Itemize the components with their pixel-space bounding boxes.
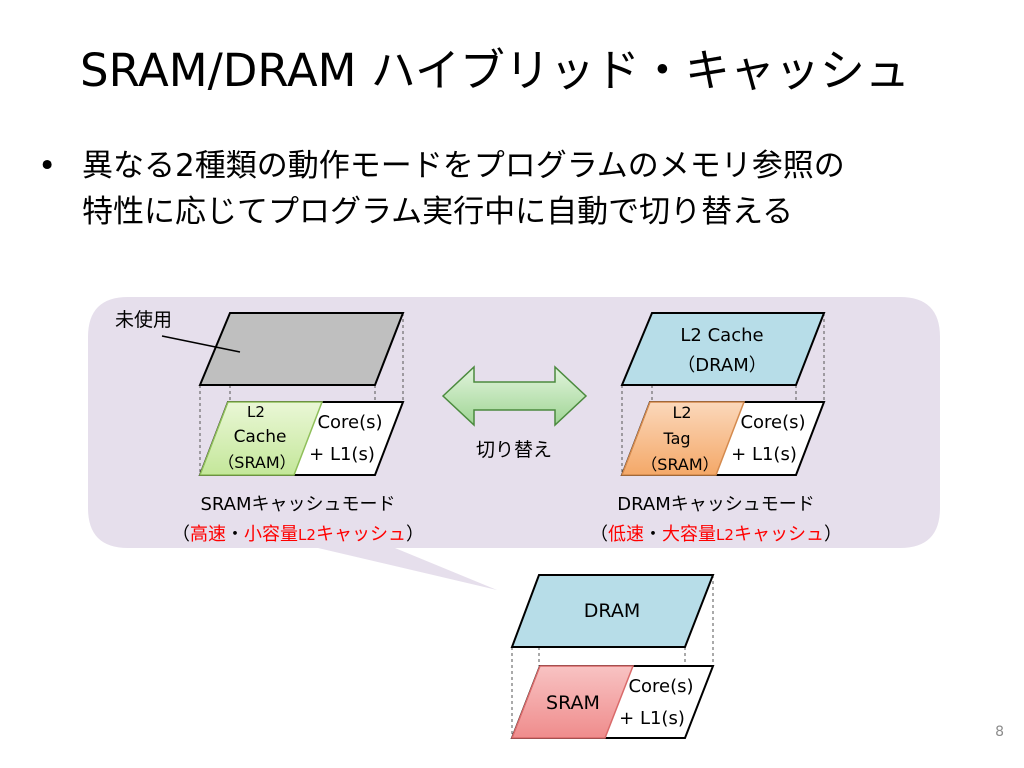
bullet-line-1: 異なる2種類の動作モードをプログラムのメモリ参照の [82, 148, 845, 184]
sram-mode-core-line-2: + L1(s) [309, 444, 375, 465]
sram-l2-cache-region [198, 401, 324, 476]
sram-mode-diagram: 未使用 L2 Cache （SRAM） Core(s) + L1(s) SRAM… [115, 309, 424, 545]
dram-l2-line-1: L2 Cache [680, 325, 763, 346]
sram-mode-core-line-1: Core(s) [317, 412, 382, 433]
unused-label: 未使用 [115, 309, 172, 331]
stack-sram-region [510, 665, 635, 739]
sram-mode-features: （高速・小容量L2キャッシュ） [172, 524, 424, 545]
dram-mode-diagram: L2 Cache （DRAM） L2 Tag （SRAM） Core(s) + … [590, 312, 842, 545]
page-number: 8 [995, 724, 1004, 740]
bullet-text: 異なる2種類の動作モードをプログラムのメモリ参照の 特性に応じてプログラム実行中… [82, 143, 1002, 235]
unused-pointer-line [161, 335, 241, 353]
dram-mode-core-line-2: + L1(s) [731, 444, 797, 465]
sram-l2-line-2: Cache [234, 427, 287, 447]
bullet-dot: • [38, 148, 57, 184]
switch-arrow: 切り替え [441, 365, 588, 461]
stack-sram-label: SRAM [546, 692, 600, 714]
switch-label: 切り替え [476, 439, 552, 461]
dram-tag-line-1: L2 [672, 403, 691, 422]
stack-dram-label: DRAM [584, 600, 640, 622]
dram-tag-line-3: （SRAM） [641, 455, 718, 474]
stack-core-line-2: + L1(s) [619, 708, 685, 729]
sram-l2-line-3: （SRAM） [218, 453, 295, 472]
dram-mode-core-line-1: Core(s) [740, 412, 805, 433]
dram-l2-line-2: （DRAM） [677, 355, 766, 376]
stack-core-line-1: Core(s) [628, 676, 693, 697]
slide-title: SRAM/DRAM ハイブリッド・キャッシュ [80, 44, 910, 97]
unused-layer [198, 312, 405, 386]
dram-mode-features: （低速・大容量L2キャッシュ） [590, 524, 842, 545]
bullet-line-2: 特性に応じてプログラム実行中に自動で切り替える [82, 194, 794, 230]
dram-mode-name: DRAMキャッシュモード [617, 494, 814, 515]
sram-l2-line-1: L2 [247, 403, 265, 421]
dram-tag-line-2: Tag [662, 429, 690, 448]
double-arrow-icon [441, 365, 588, 427]
dram-l2-tag-region [620, 401, 746, 476]
physical-stack-diagram: DRAM SRAM Core(s) + L1(s) [510, 574, 715, 739]
sram-mode-name: SRAMキャッシュモード [200, 494, 395, 515]
dram-l2-cache-layer [620, 312, 826, 386]
stack-dram-layer [510, 574, 715, 648]
